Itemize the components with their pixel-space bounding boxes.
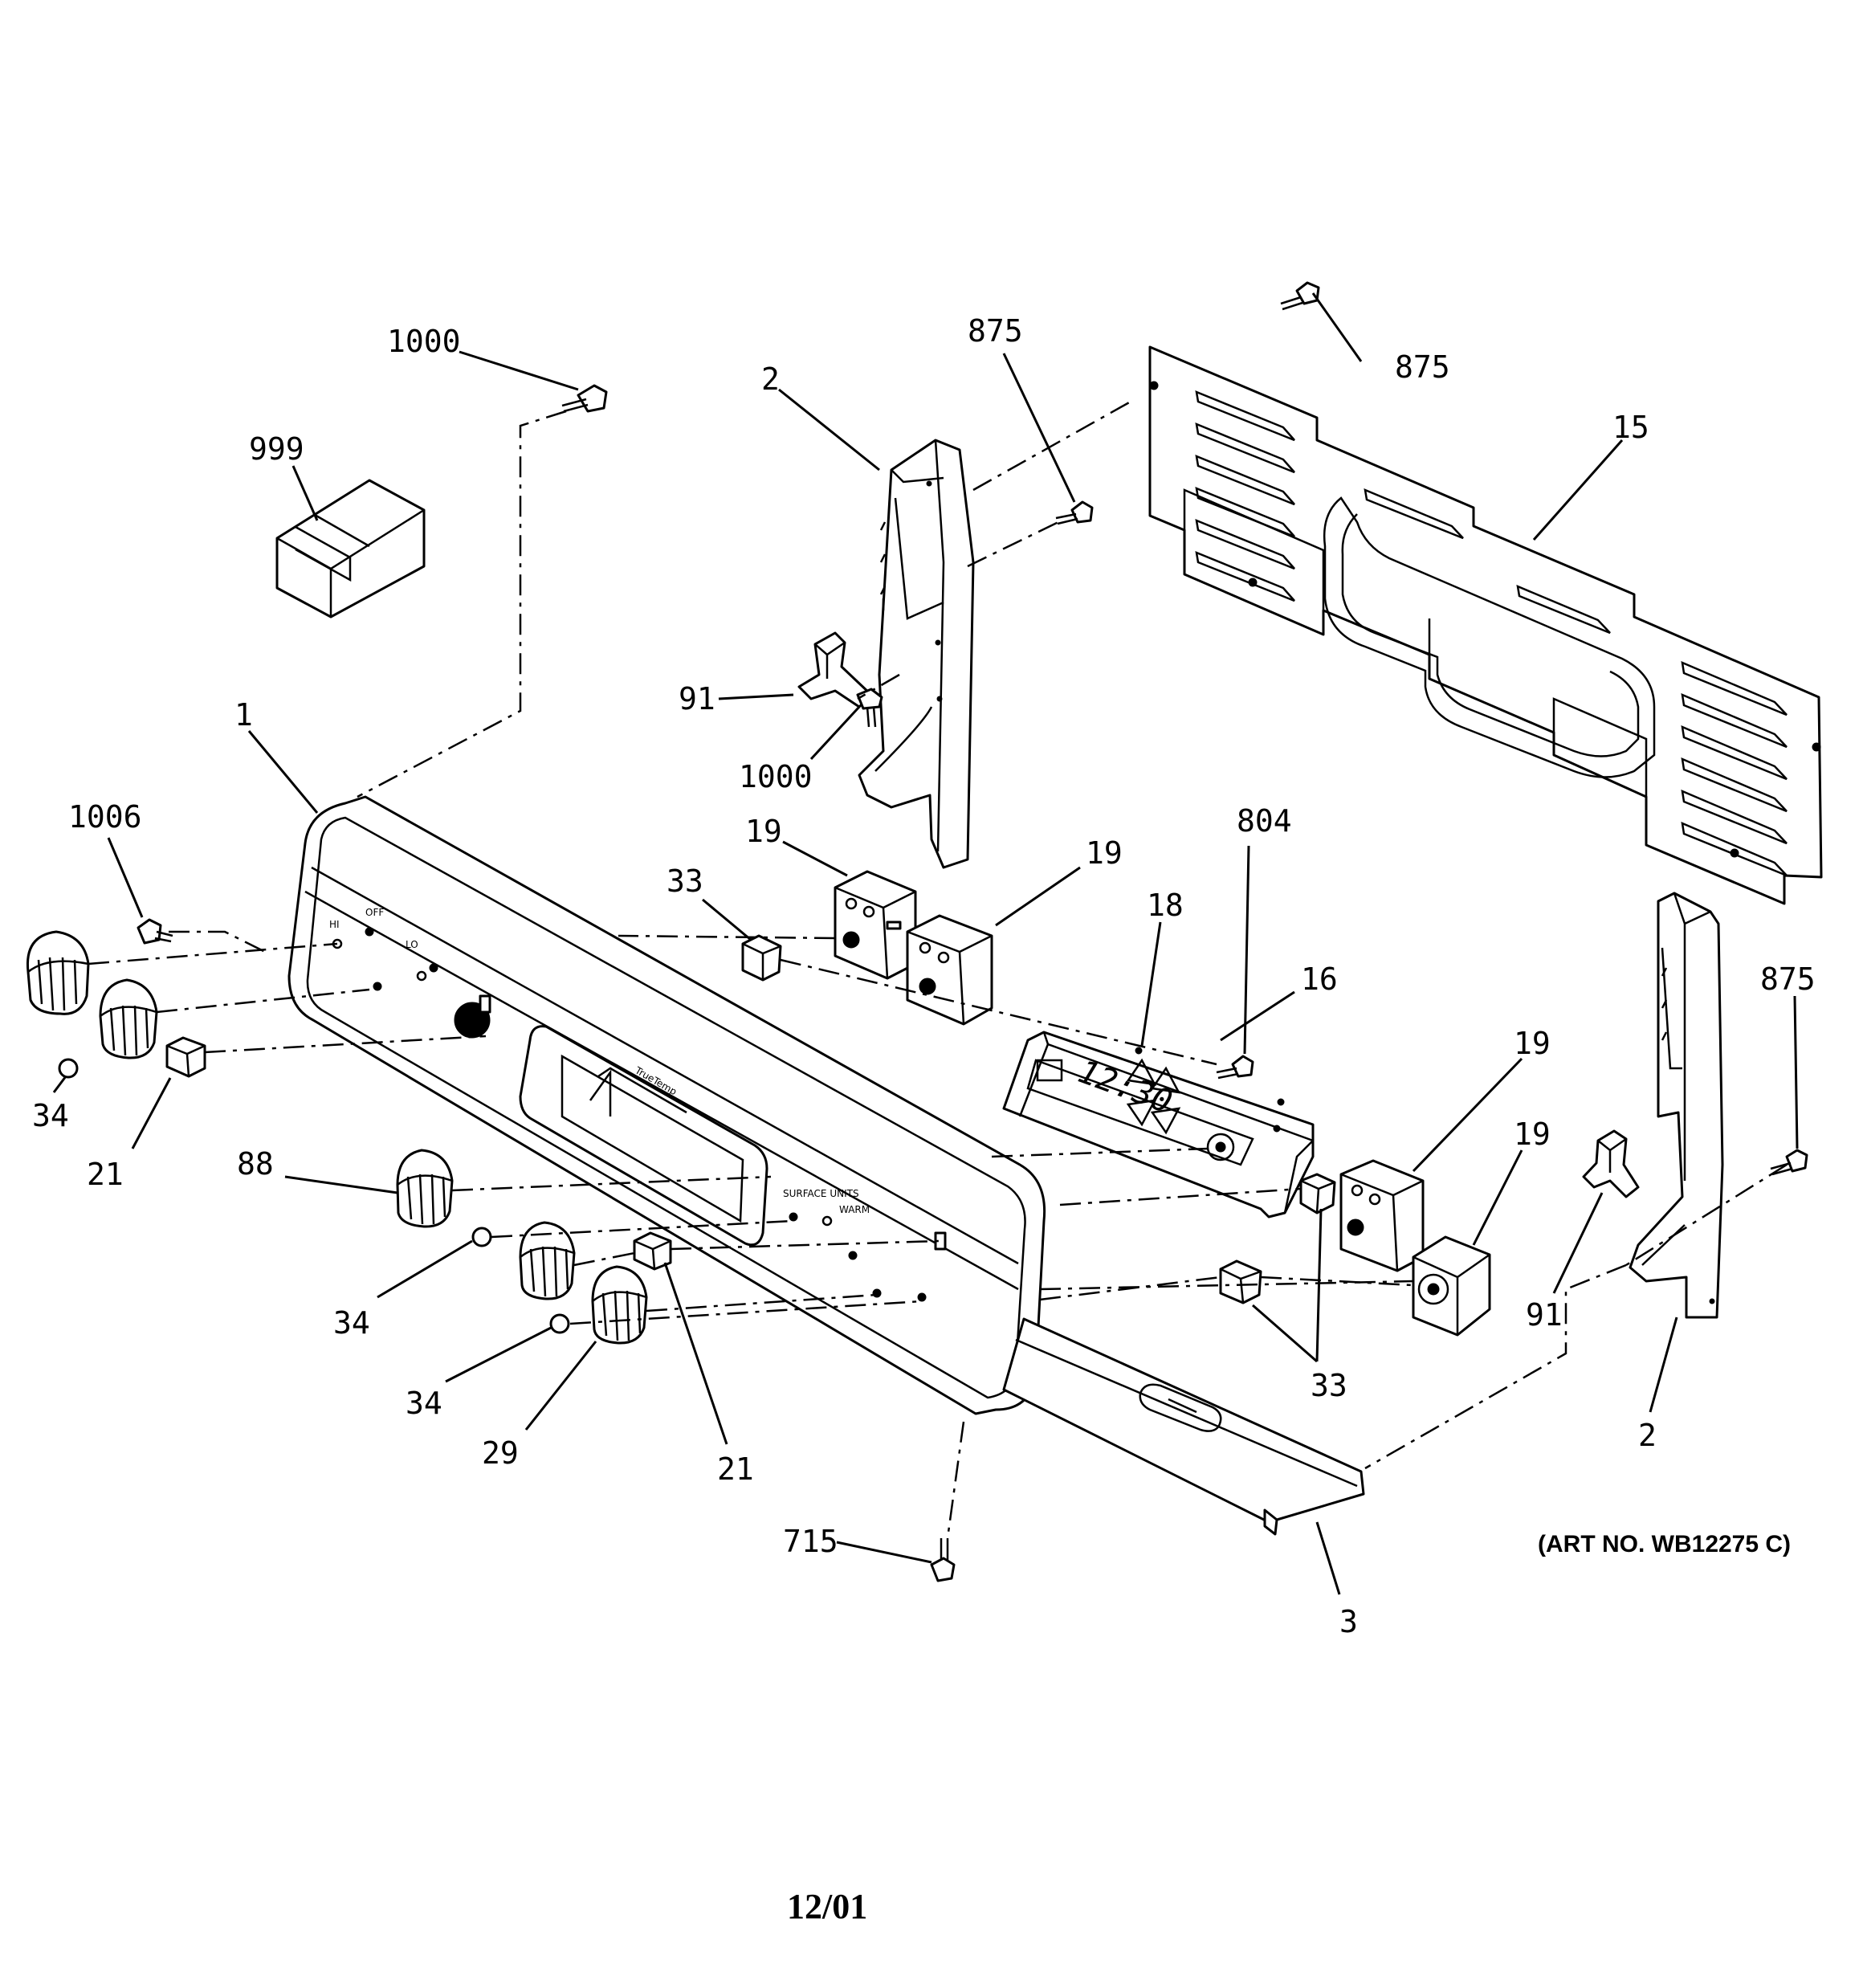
dial-off-label: OFF [365, 907, 384, 918]
knob-center-lower [519, 1221, 576, 1300]
infinite-switch-19d [1412, 1235, 1491, 1337]
screw-1000-top [561, 384, 608, 413]
electronic-control-board: 12:30 [1002, 1031, 1315, 1219]
callout-21-mid: 21 [717, 1451, 754, 1487]
middle-louvers [1364, 488, 1611, 635]
callout-804: 804 [1237, 803, 1292, 839]
infinite-switch-19c [1339, 1159, 1425, 1272]
knob-insert-34b [471, 1227, 492, 1247]
callout-18: 18 [1147, 888, 1184, 923]
callout-19-d: 19 [1514, 1116, 1551, 1152]
callout-15: 15 [1612, 410, 1649, 445]
lower-trim-strip [1002, 1317, 1365, 1536]
screw-875-right [1770, 1149, 1808, 1176]
screw-715 [930, 1538, 956, 1582]
knob-left-upper [26, 930, 90, 1015]
knob-left-lower [99, 978, 158, 1059]
push-switch-21-left [165, 1036, 206, 1078]
callout-91-right: 91 [1526, 1297, 1563, 1333]
callout-875-mid: 875 [968, 313, 1023, 349]
infinite-switch-19b [906, 914, 993, 1026]
callout-34-c: 34 [406, 1386, 442, 1421]
bracket-91-right [1582, 1129, 1640, 1198]
rear-shield-panel [1148, 345, 1823, 905]
screw-1006 [137, 918, 173, 945]
callout-33-top: 33 [667, 863, 703, 899]
callout-875-top: 875 [1395, 349, 1450, 385]
callout-1006: 1006 [68, 799, 142, 835]
callout-29: 29 [482, 1435, 519, 1471]
knob-insert-34a [58, 1058, 79, 1079]
callout-715: 715 [783, 1524, 838, 1559]
dial-hi-label: HI [329, 919, 340, 930]
control-panel-backsplash: TrueTemp OFF LO HI SURFACE UNITS WARM [287, 795, 1046, 1415]
end-cap-left [858, 439, 975, 869]
callout-34-a: 34 [32, 1098, 69, 1133]
callout-16: 16 [1301, 961, 1338, 997]
callout-3: 3 [1339, 1604, 1358, 1639]
callout-19-b: 19 [1086, 835, 1123, 871]
date-code: 12/01 [787, 1887, 867, 1926]
callout-875-right: 875 [1760, 961, 1816, 997]
callout-2-right: 2 [1638, 1418, 1657, 1453]
dial-lo-label: LO [406, 939, 418, 950]
right-louvers [1681, 660, 1788, 877]
knob-insert-34c [549, 1313, 570, 1334]
callout-1000-mid: 1000 [739, 759, 813, 794]
alignment-lines [88, 400, 1788, 1539]
screw-875-top [1280, 281, 1320, 311]
callout-19-c: 19 [1514, 1026, 1551, 1061]
infinite-switch-19a [834, 870, 917, 980]
callout-88: 88 [237, 1146, 274, 1182]
left-louvers [1195, 390, 1295, 602]
callout-91-left: 91 [679, 681, 715, 716]
warm-label: WARM [839, 1204, 870, 1215]
surface-units-label: SURFACE UNITS [783, 1188, 859, 1199]
rocker-switch-33-bottom [1219, 1259, 1262, 1304]
callout-34-b: 34 [333, 1305, 370, 1341]
callout-21-left: 21 [87, 1157, 124, 1192]
screw-875-mid [1055, 500, 1094, 525]
rocker-switch-33-right [1299, 1173, 1336, 1214]
art-number: (ART NO. WB12275 C) [1538, 1531, 1791, 1557]
push-switch-21-mid [633, 1231, 672, 1271]
left-dial-markings: OFF LO HI [329, 907, 491, 1039]
knob-29 [591, 1265, 648, 1345]
callout-33-bottom: 33 [1311, 1368, 1347, 1403]
callout-1000-top: 1000 [387, 324, 461, 359]
leader-lines [52, 292, 1799, 1595]
callout-2-left: 2 [761, 361, 780, 397]
rocker-switch-33-top [741, 934, 782, 982]
hardware-kit-box [275, 479, 426, 618]
callout-999: 999 [249, 431, 304, 467]
end-cap-right [1629, 892, 1724, 1319]
callout-1: 1 [234, 697, 253, 733]
screw-804 [1216, 1055, 1254, 1080]
right-dial-markings: SURFACE UNITS WARM [783, 1188, 947, 1302]
callout-19-a: 19 [745, 814, 782, 849]
knob-88 [396, 1149, 454, 1228]
callout-labels: 1000 999 2 875 875 15 91 1000 1 1006 19 … [32, 313, 1816, 1639]
screw-1000-mid [856, 688, 883, 728]
